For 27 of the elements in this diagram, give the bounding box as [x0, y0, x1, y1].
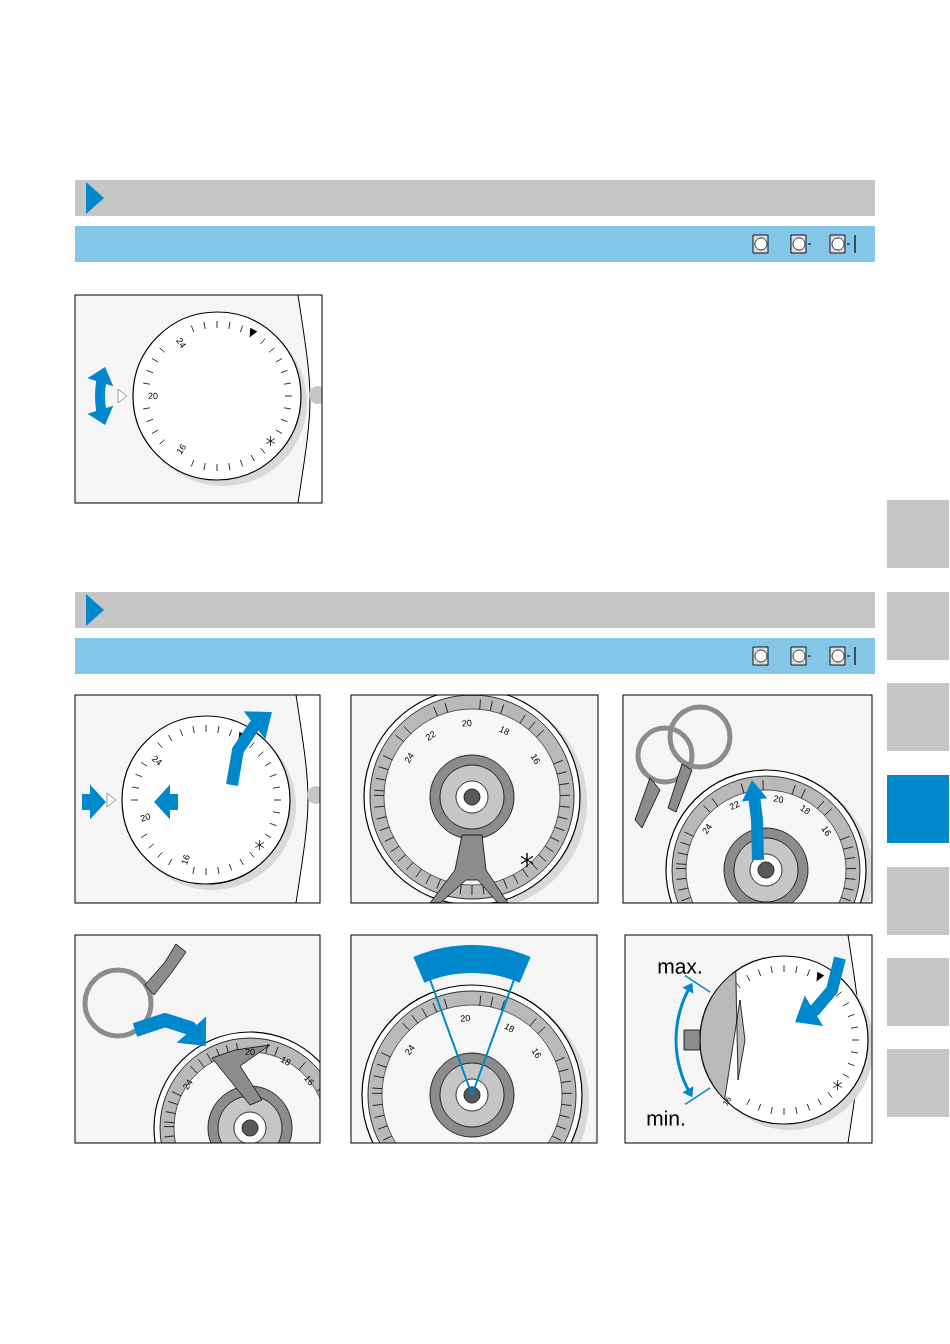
scale-number: 24: [404, 752, 414, 764]
scale-number: 20: [140, 813, 151, 822]
scale-number: 16: [530, 754, 540, 764]
scale-number: 24: [151, 755, 162, 766]
scale-number: 24: [183, 1079, 193, 1090]
scale-number: 20: [460, 1014, 470, 1022]
range-label: max.: [658, 962, 701, 974]
scale-number: 20: [773, 795, 784, 803]
scale-number: 18: [799, 805, 811, 815]
range-label: min.: [647, 1110, 684, 1126]
scale-number: 16: [723, 1096, 731, 1106]
scale-number: 20: [462, 719, 472, 727]
scale-number: 18: [499, 726, 510, 735]
scale-number: 16: [177, 444, 186, 455]
scale-number: 20: [245, 1048, 255, 1056]
scale-number: 18: [504, 1023, 515, 1033]
scale-number: 18: [280, 1056, 291, 1066]
scale-number: 24: [176, 338, 186, 348]
scale-number: 16: [531, 1048, 542, 1058]
scale-number: 22: [729, 801, 740, 811]
scale-number: 24: [702, 823, 712, 835]
scale-number: 16: [821, 826, 831, 836]
scale-number: 22: [425, 731, 437, 741]
scale-number: 16: [304, 1075, 314, 1086]
scale-number: 20: [148, 392, 158, 400]
scale-number: 16: [181, 854, 190, 865]
scale-number: 24: [405, 1044, 415, 1056]
